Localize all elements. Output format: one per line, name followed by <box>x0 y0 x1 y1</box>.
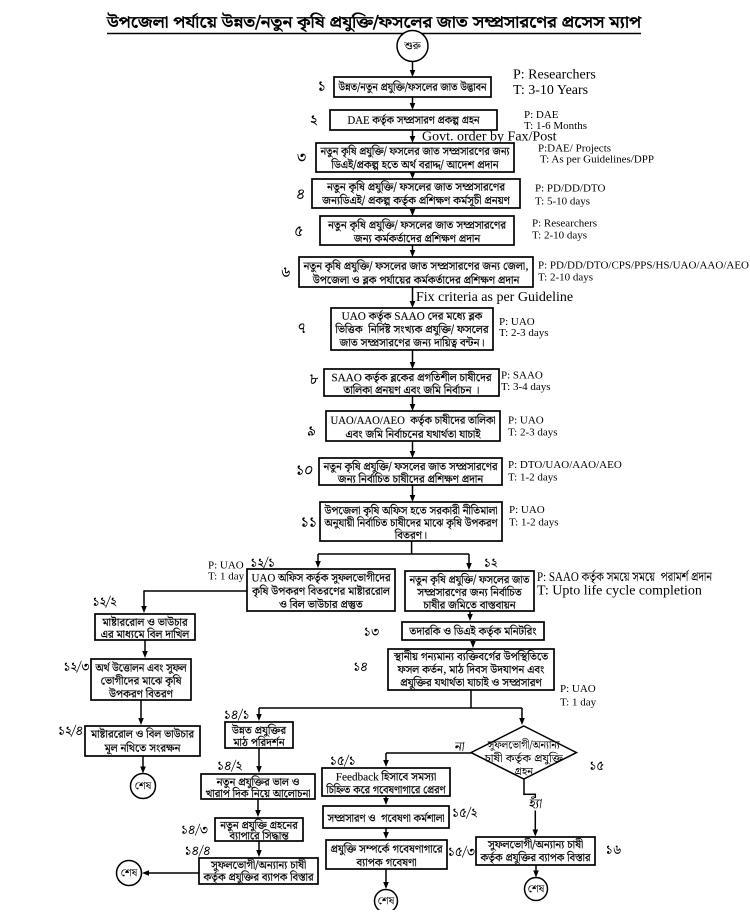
svg-text:T: 1-6 Months: T: 1-6 Months <box>524 120 587 132</box>
svg-text:P:DAE/ Projects: P:DAE/ Projects <box>538 143 611 155</box>
svg-text:P: PD/DD/DTO: P: PD/DD/DTO <box>535 183 605 195</box>
svg-text:T: 2-10 days: T: 2-10 days <box>532 230 587 242</box>
svg-text:T: 2-3 days: T: 2-3 days <box>499 327 549 339</box>
svg-text:P: UAO: P: UAO <box>508 415 544 427</box>
svg-text:T: 5-10 days: T: 5-10 days <box>535 196 590 208</box>
svg-text:P: PD/DD/DTO/CPS/PPS/HS/UAO/AA: P: PD/DD/DTO/CPS/PPS/HS/UAO/AAO/AEO <box>538 260 749 272</box>
svg-text:P: UAO: P: UAO <box>208 560 244 572</box>
svg-text:T: 3-10 Years: T: 3-10 Years <box>513 83 588 98</box>
svg-text:T: Upto life cycle completion: T: Upto life cycle completion <box>537 584 702 599</box>
svg-text:T: As per Guidelines/DPP: T: As per Guidelines/DPP <box>540 154 654 166</box>
svg-text:P: DTO/UAO/AAO/AEO: P: DTO/UAO/AAO/AEO <box>508 459 622 471</box>
svg-text:P: Researchers: P: Researchers <box>513 68 596 83</box>
svg-text:Govt. order by Fax/Post: Govt. order by Fax/Post <box>422 130 557 145</box>
svg-text:P: DAE: P: DAE <box>524 109 559 121</box>
svg-text:P: UAO: P: UAO <box>499 316 535 328</box>
svg-text:Fix criteria as per Guideline: Fix criteria as per Guideline <box>416 290 573 305</box>
svg-text:P: UAO: P: UAO <box>560 683 596 695</box>
svg-text:T: 2-3 days: T: 2-3 days <box>508 427 558 439</box>
svg-text:P: SAAO: P: SAAO <box>501 370 543 382</box>
svg-text:T: 1 day: T: 1 day <box>208 571 245 583</box>
svg-text:T: 2-10 days: T: 2-10 days <box>538 272 593 284</box>
svg-text:T: 1-2 days: T: 1-2 days <box>509 517 559 529</box>
svg-text:T: 3-4 days: T: 3-4 days <box>501 381 551 393</box>
svg-text:P: Researchers: P: Researchers <box>532 218 597 230</box>
svg-text:T: 1 day: T: 1 day <box>560 697 597 709</box>
svg-text:T: 1-2 days: T: 1-2 days <box>508 472 558 484</box>
svg-text:P: UAO: P: UAO <box>509 504 545 516</box>
